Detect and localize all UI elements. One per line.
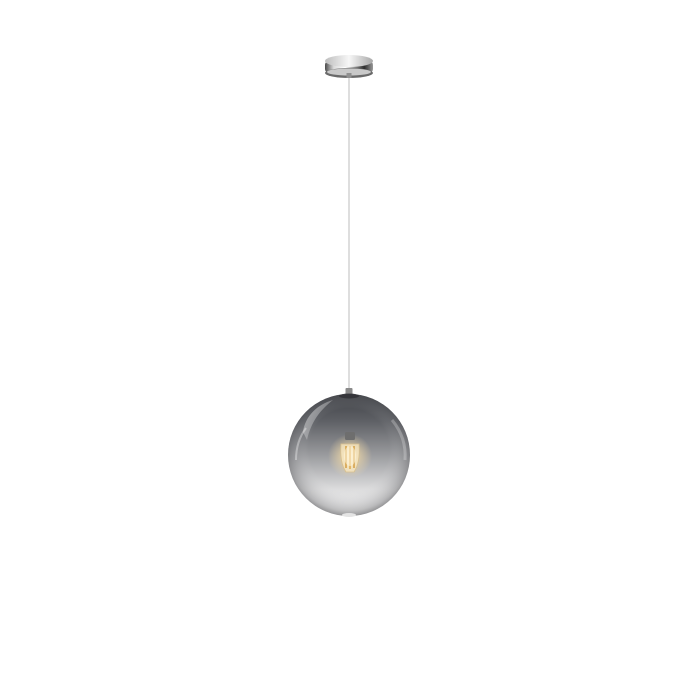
ceiling-canopy-icon [325, 55, 373, 78]
filament-bulb-icon [328, 432, 372, 478]
